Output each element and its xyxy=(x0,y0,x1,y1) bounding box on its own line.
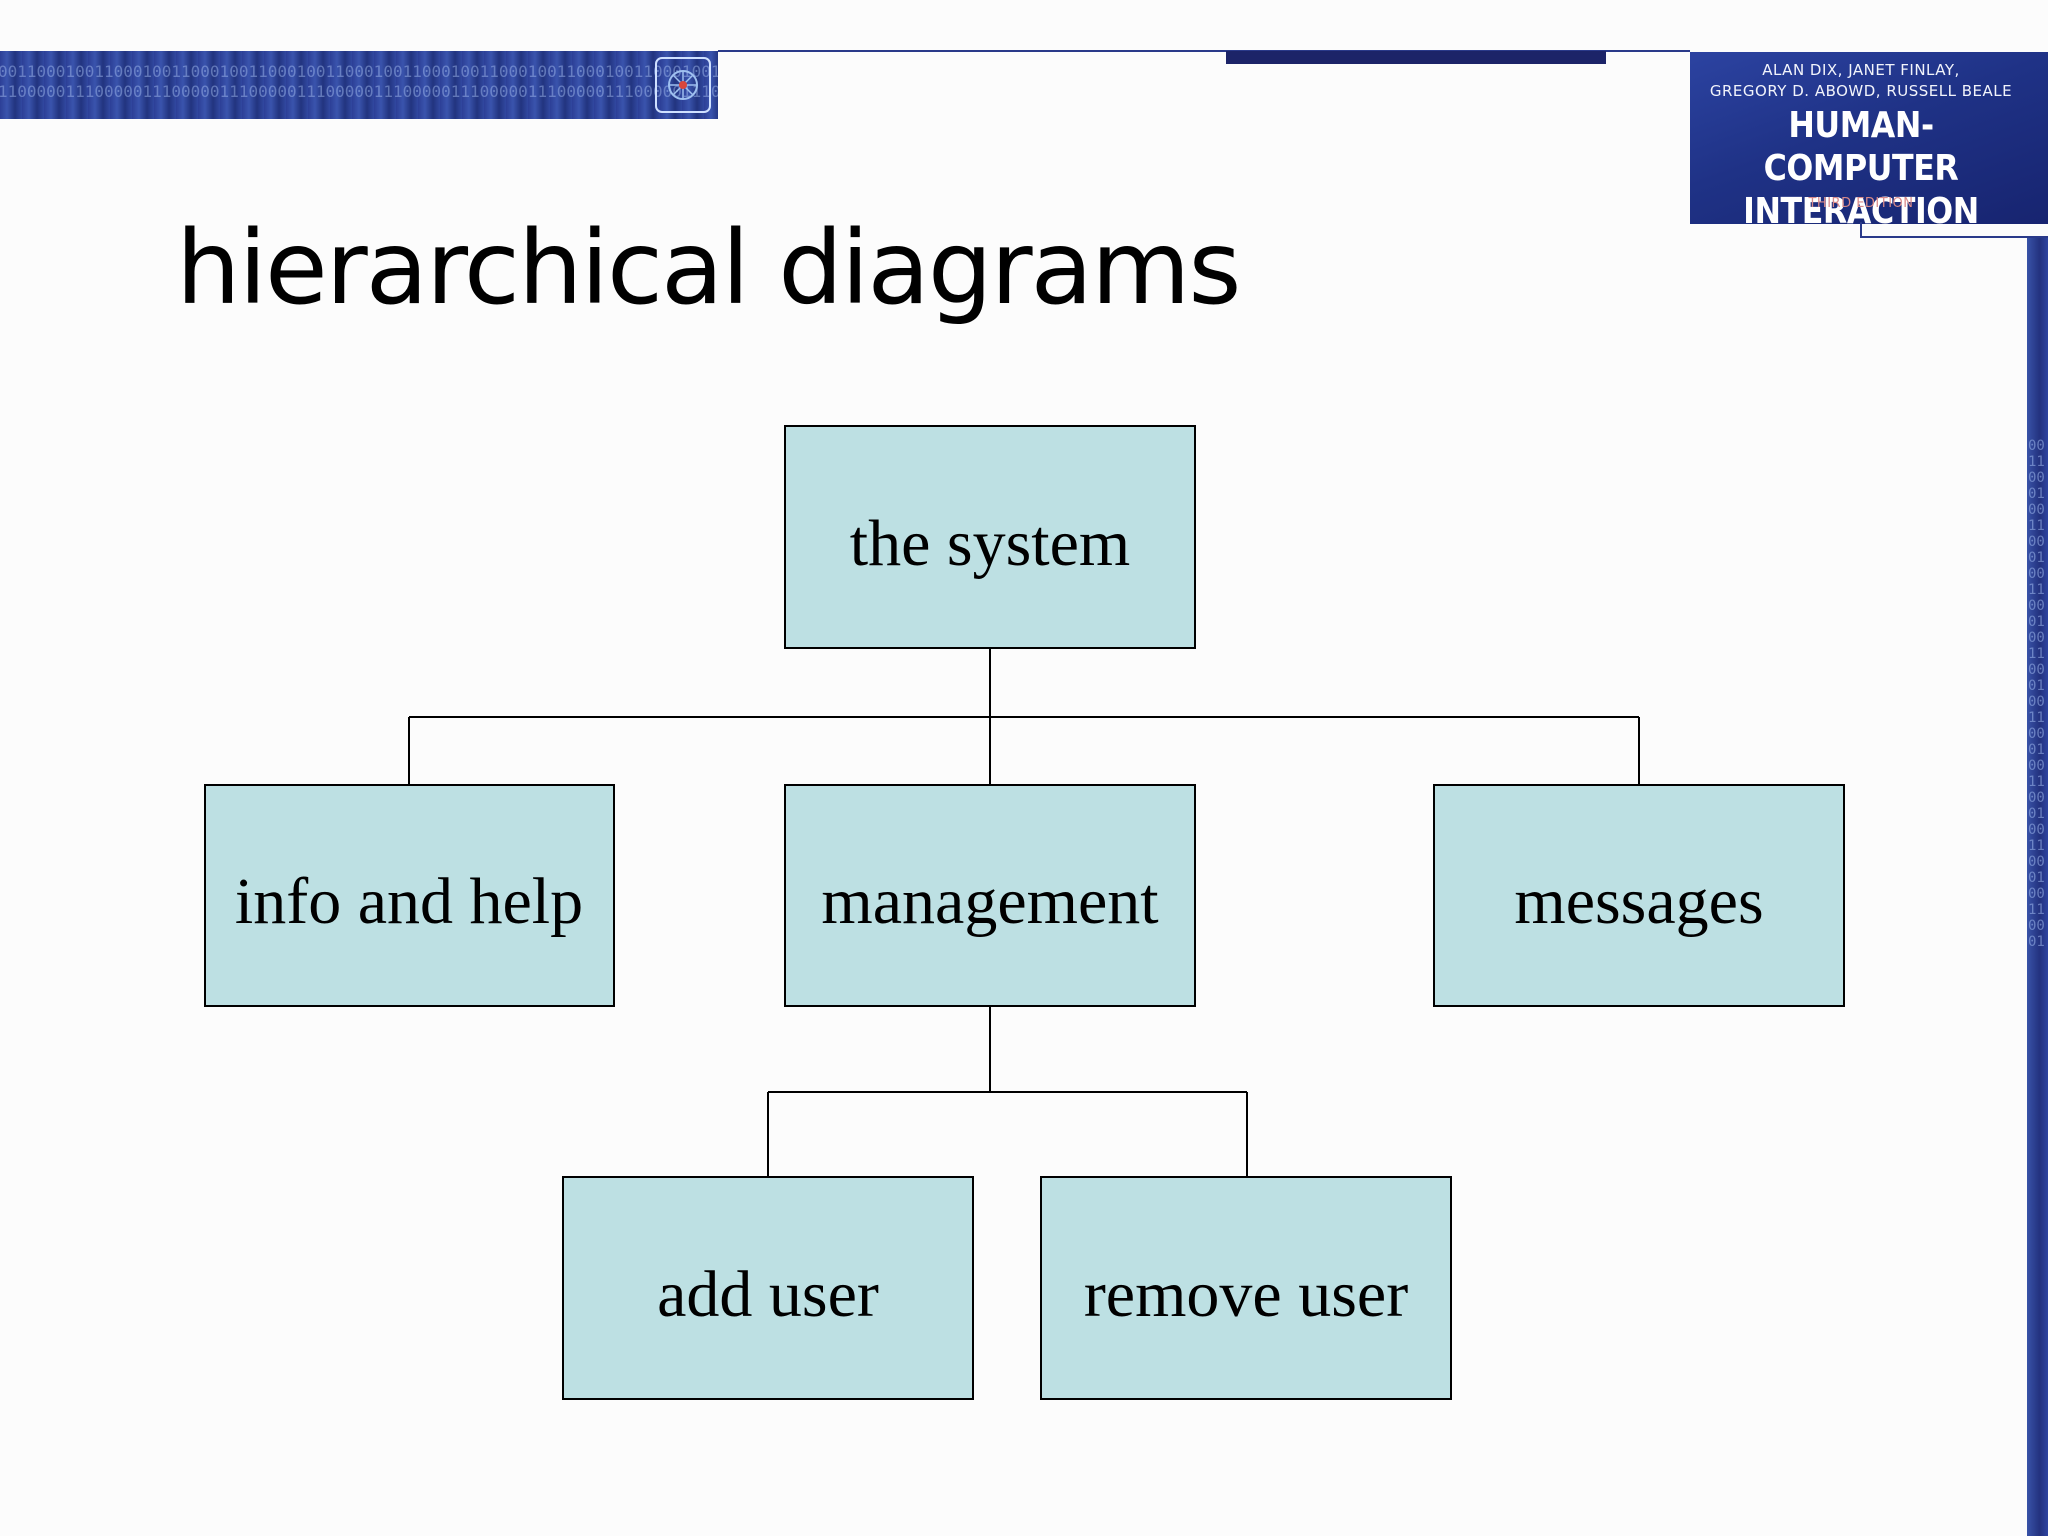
book-title: HUMAN-COMPUTER INTERACTION xyxy=(1711,104,2012,224)
book-authors: ALAN DIX, JANET FINLAY, GREGORY D. ABOWD… xyxy=(1690,60,2032,102)
node-messages: messages xyxy=(1433,784,1845,1007)
node-box xyxy=(784,425,1196,649)
network-globe-icon xyxy=(655,57,711,113)
side-binary-strip: 0011000100110001001100010011000100110001… xyxy=(2027,238,2048,1536)
node-add-user: add user xyxy=(562,1176,974,1400)
node-info-and-help: info and help xyxy=(204,784,615,1007)
node-box xyxy=(562,1176,974,1400)
header-accent-bar xyxy=(1226,51,1606,64)
strip-binary-text: 0011000100110001001100010011000100110001… xyxy=(2028,438,2045,950)
node-label: info and help xyxy=(235,865,583,938)
node-the-system: the system xyxy=(784,425,1196,649)
node-label: remove user xyxy=(1084,1258,1408,1331)
connector-lines xyxy=(408,649,1640,1177)
banner-binary-text: 0011000100110001001100010011000100110001… xyxy=(0,62,718,81)
node-box xyxy=(1040,1176,1452,1400)
side-strip-bracket xyxy=(1860,222,2048,238)
node-box xyxy=(1433,784,1845,1007)
book-title-line: INTERACTION xyxy=(1743,191,1979,224)
book-authors-line: GREGORY D. ABOWD, RUSSELL BEALE xyxy=(1709,82,2013,100)
node-box xyxy=(784,784,1196,1007)
node-label: the system xyxy=(850,507,1130,580)
book-title-line: HUMAN-COMPUTER xyxy=(1763,105,1959,189)
book-cover-logo: ALAN DIX, JANET FINLAY, GREGORY D. ABOWD… xyxy=(1690,52,2048,224)
node-remove-user: remove user xyxy=(1040,1176,1452,1400)
book-authors-line: ALAN DIX, JANET FINLAY, xyxy=(1762,61,1960,79)
page-title: hierarchical diagrams xyxy=(176,209,1242,328)
node-label: messages xyxy=(1514,865,1763,938)
node-label: add user xyxy=(657,1258,879,1331)
header-rule xyxy=(718,50,1690,52)
node-label: management xyxy=(821,865,1158,938)
header-binary-banner: 0011000100110001001100010011000100110001… xyxy=(0,51,718,119)
book-edition: THIRD EDITION xyxy=(1808,196,1914,211)
node-management: management xyxy=(784,784,1196,1007)
node-box xyxy=(204,784,615,1007)
banner-binary-text: 1100000111000001110000011100000111000001… xyxy=(0,82,718,101)
